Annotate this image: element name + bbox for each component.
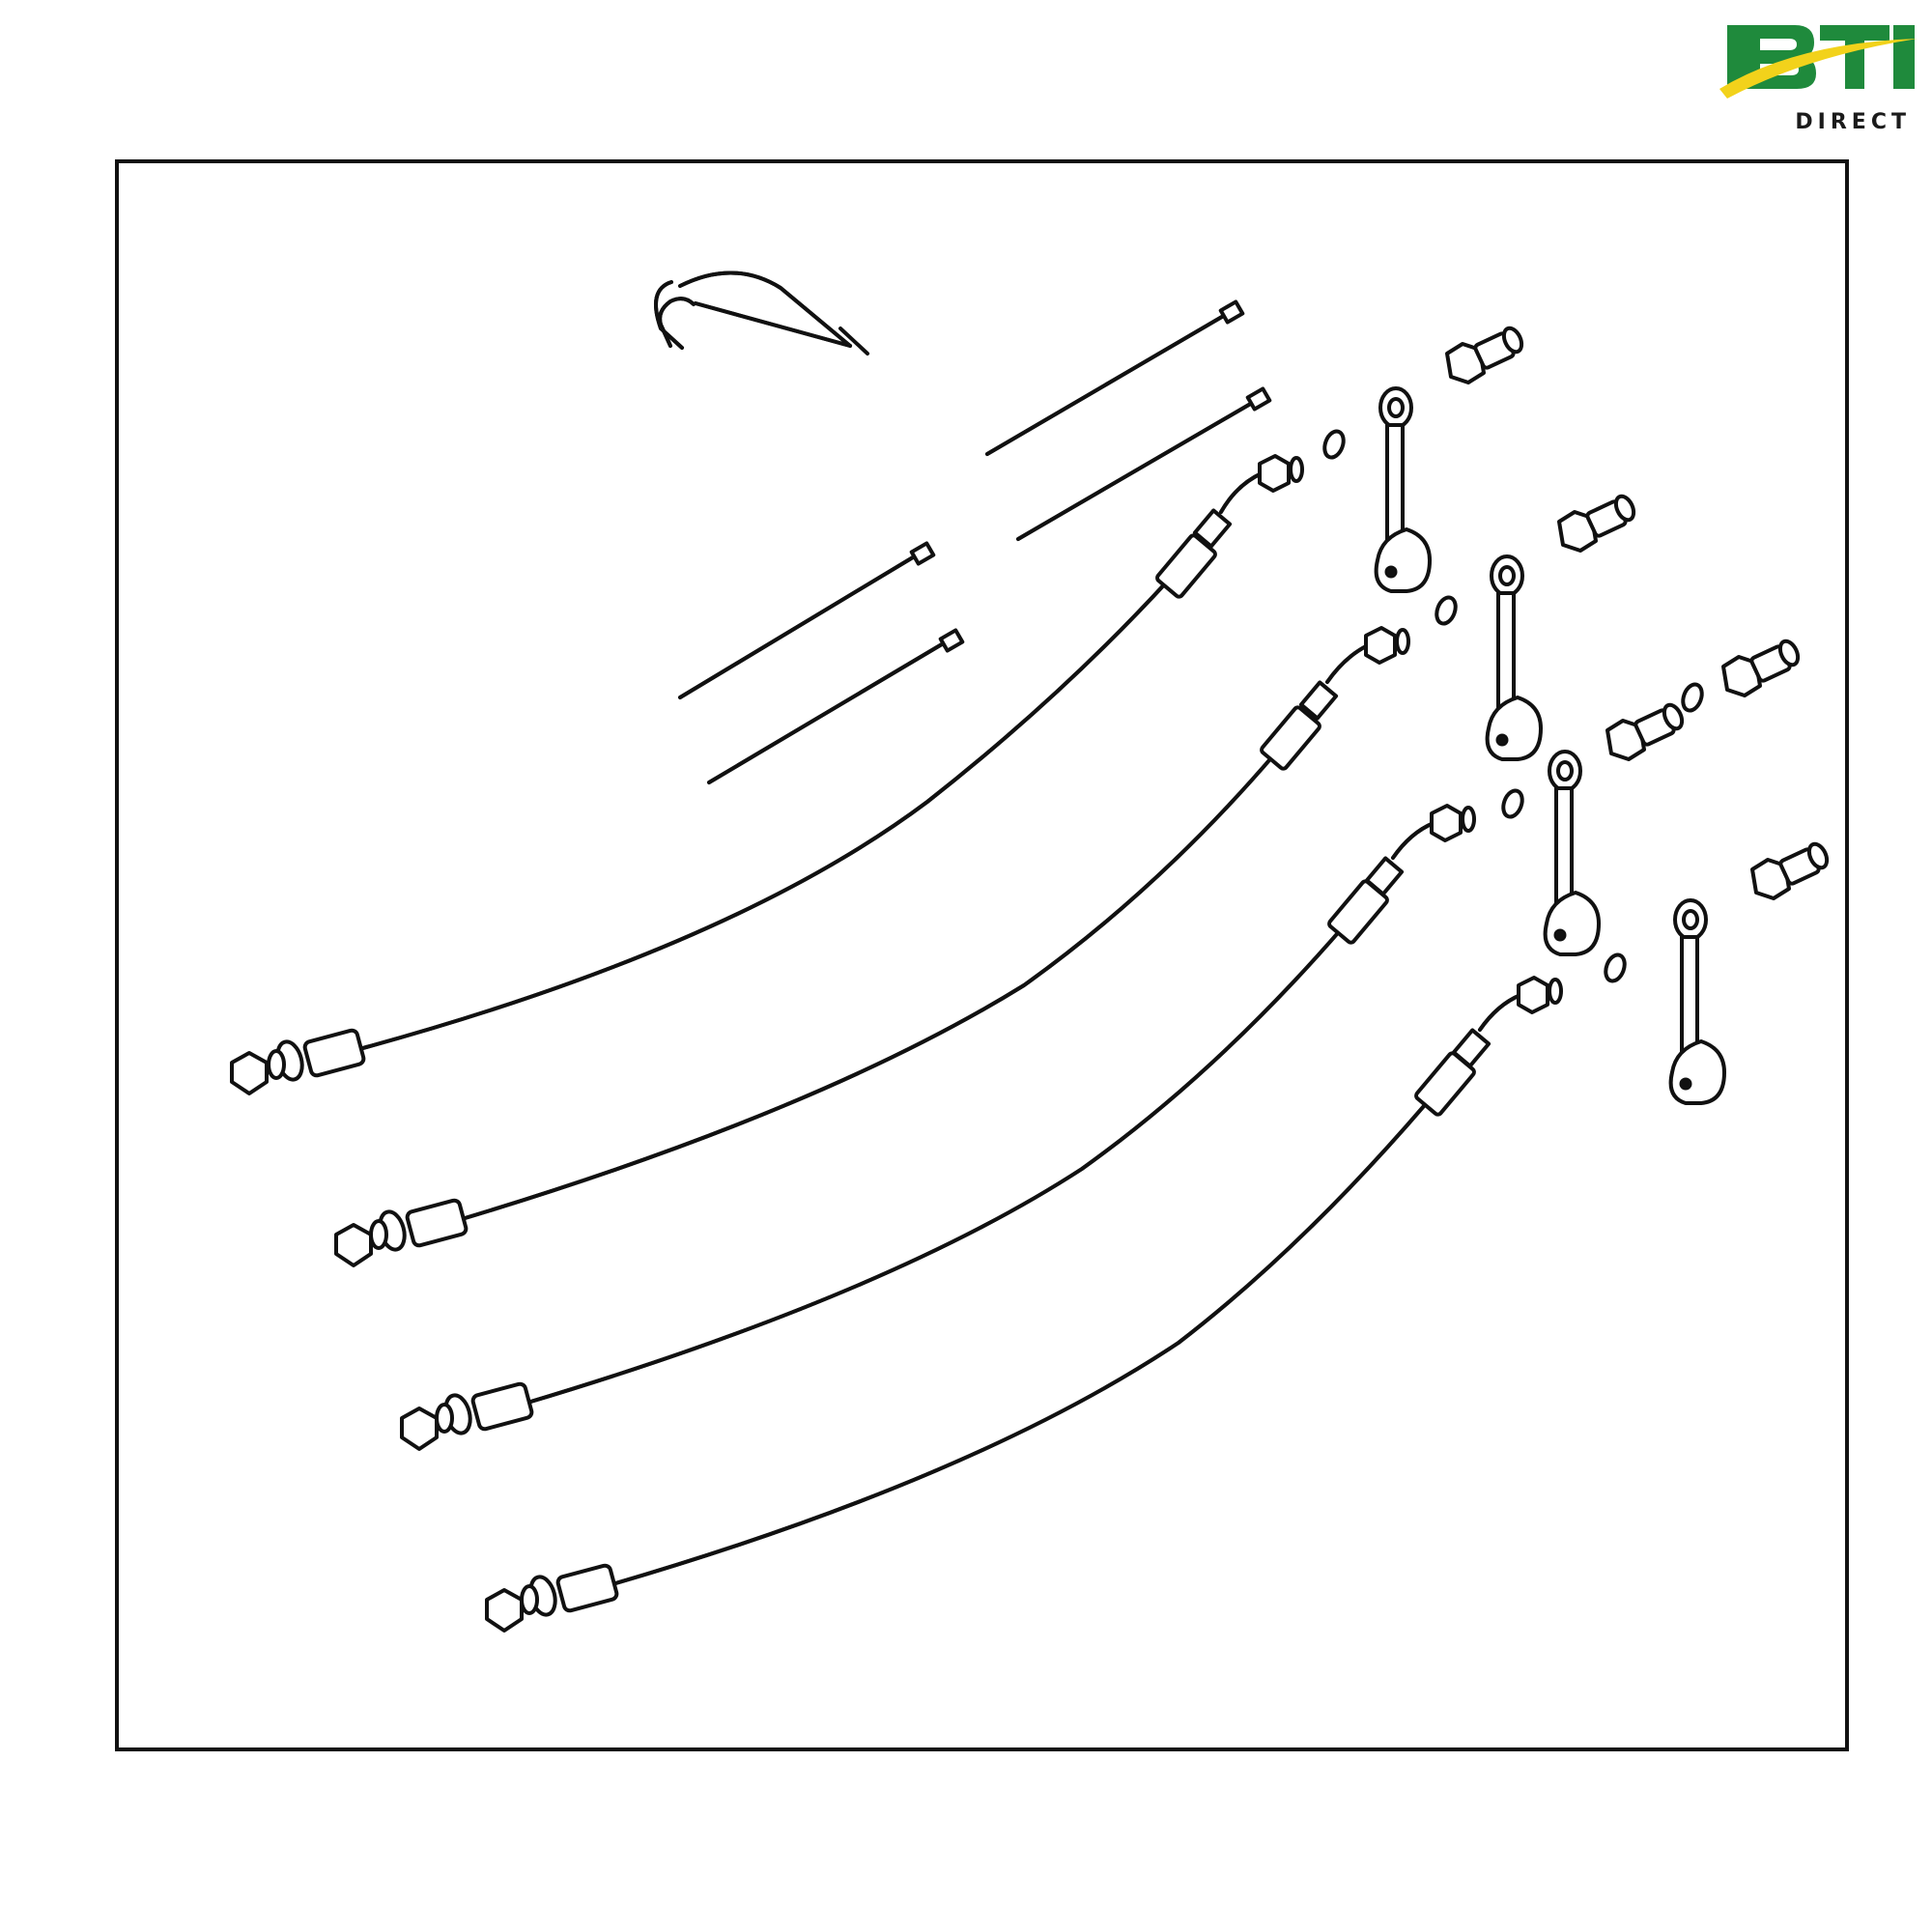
clip-icon <box>653 270 869 355</box>
adapter-fitting-icon <box>1445 326 1524 384</box>
o-ring-icon <box>1435 595 1458 626</box>
adapter-fitting-icon <box>1721 639 1801 697</box>
brand-logo: DIRECT <box>1719 17 1922 134</box>
o-ring-icon <box>1604 952 1627 983</box>
o-ring-icon <box>1322 429 1346 460</box>
hose-assembly-icon <box>485 976 1563 1633</box>
hose-assembly-icon <box>230 454 1304 1095</box>
cable-tie-icon <box>678 541 936 699</box>
brand-tagline: DIRECT <box>1795 110 1911 134</box>
hose-assembly-icon <box>334 626 1410 1267</box>
adapter-fitting-icon <box>1557 494 1636 553</box>
hose-assembly-icon <box>400 804 1476 1451</box>
parts-diagram-frame <box>115 159 1849 1751</box>
bti-logo-icon <box>1719 25 1918 99</box>
o-ring-icon <box>1681 682 1704 713</box>
o-ring-icon <box>1501 788 1524 819</box>
banjo-fitting-icon <box>1543 750 1601 956</box>
adapter-fitting-icon <box>1605 702 1685 761</box>
cable-tie-icon <box>1016 386 1272 541</box>
banjo-fitting-icon <box>1485 554 1543 761</box>
banjo-fitting-icon <box>1668 898 1726 1105</box>
cable-tie-icon <box>985 299 1245 456</box>
adapter-fitting-icon <box>1750 841 1830 900</box>
banjo-fitting-icon <box>1374 386 1432 593</box>
cable-tie-icon <box>707 628 965 784</box>
